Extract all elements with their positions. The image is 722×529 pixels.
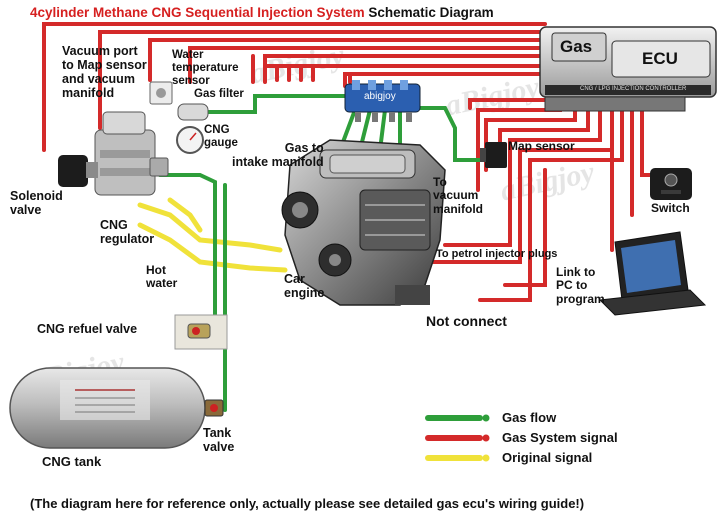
cng-tank [9, 367, 206, 449]
footer-note: (The diagram here for reference only, ac… [30, 496, 585, 511]
switch-label: Switch [651, 201, 690, 215]
legend-swatches [425, 414, 490, 462]
vacuum-port-label: Vacuum port to Map sensor and vacuum man… [62, 44, 147, 100]
car-engine-label: Car engine [284, 272, 325, 300]
car-engine [281, 139, 446, 306]
link-pc-label: Link to PC to program [556, 265, 605, 306]
cng-gauge-label: CNG gauge [204, 124, 238, 149]
title-suffix: Schematic Diagram [368, 5, 494, 20]
ecu-controller-text: CNG / LPG INJECTION CONTROLLER [580, 86, 687, 92]
regulator-label: CNG regulator [100, 218, 155, 246]
water-temperature-sensor [149, 81, 173, 105]
gas-filter-label: Gas filter [194, 88, 244, 100]
legend-original-signal: Original signal [502, 450, 593, 465]
tank-valve-label: Tank valve [203, 426, 235, 454]
gas-filter [177, 103, 209, 121]
not-connect-label: Not connect [426, 313, 507, 329]
switch-device [650, 168, 692, 200]
map-sensor [480, 142, 507, 168]
legend-gas-flow: Gas flow [502, 410, 557, 425]
hot-water-label: Hot water [146, 263, 178, 291]
water-temp-label: Water temperature sensor [172, 49, 239, 87]
cng-tank-label: CNG tank [42, 454, 102, 469]
ecu-label: ECU [642, 49, 678, 68]
solenoid-label: Solenoid valve [10, 189, 63, 217]
solenoid-valve [58, 155, 98, 187]
laptop [598, 231, 707, 316]
injector-rail [344, 80, 421, 122]
diagram-title: 4cylinder Methane CNG Sequential Injecti… [30, 5, 494, 20]
cng-gauge [176, 126, 204, 154]
petrol-plugs-label: To petrol injector plugs [436, 248, 558, 260]
ecu-gas-label: Gas [560, 37, 593, 56]
gas-system-signal-wires [42, 22, 662, 302]
cng-refuel-valve [174, 314, 228, 350]
legend-gas-system-signal: Gas System signal [502, 430, 618, 445]
tank-valve [204, 399, 224, 417]
injector-brand: abigjoy [364, 91, 396, 102]
original-signal-wires [137, 197, 288, 273]
ecu-unit [539, 26, 717, 112]
gas-to-intake-label: Gas to intake manifold [232, 141, 324, 169]
cng-regulator [94, 111, 169, 196]
refuel-valve-label: CNG refuel valve [37, 322, 138, 336]
to-vacuum-label: To vacuum manifold [433, 175, 483, 216]
map-sensor-label: Map sensor [508, 139, 575, 153]
title-prefix: 4cylinder Methane CNG Sequential Injecti… [30, 5, 365, 20]
